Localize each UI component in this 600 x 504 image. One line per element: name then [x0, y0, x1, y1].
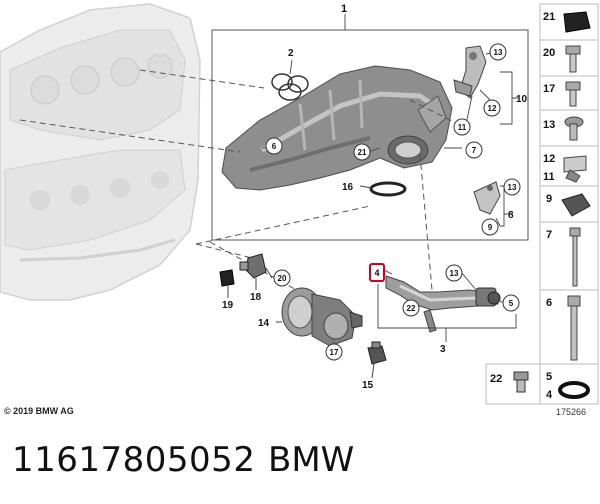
assembly-frame	[211, 14, 529, 241]
intake-manifold	[221, 65, 453, 191]
callout-8: 8	[508, 210, 514, 221]
seal-ring-icon	[558, 381, 590, 399]
callout-11: 11	[458, 123, 467, 132]
pressure-sensor	[367, 341, 387, 379]
coolant-pipe	[385, 275, 501, 333]
long-bolt-icon	[569, 227, 581, 287]
legend-13: 13	[543, 119, 555, 131]
gasket-ring	[369, 181, 407, 197]
callout-14: 14	[258, 318, 270, 329]
callout-13b: 13	[508, 183, 517, 192]
callout-10: 10	[516, 94, 528, 105]
highlighted-callout-4[interactable]: 4	[369, 263, 385, 282]
callout-1: 1	[341, 3, 347, 15]
stud-icon	[564, 116, 584, 141]
callout-13a: 13	[494, 48, 503, 57]
callout-20: 20	[278, 274, 287, 283]
small-sensor	[219, 253, 273, 298]
callout-6: 6	[272, 142, 277, 151]
mount-bracket	[473, 181, 501, 215]
cap-icon	[563, 11, 591, 33]
callout-leaders	[261, 51, 518, 227]
sensor-bracket	[453, 45, 487, 99]
legend-21: 21	[543, 11, 555, 23]
clip-icon	[563, 155, 587, 183]
callout-7: 7	[472, 146, 477, 155]
callout-16: 16	[342, 182, 354, 193]
callout-3: 3	[440, 344, 446, 355]
circled-callouts: 6 21 7 13 12 11 13 9 20 13 22 5 17	[265, 43, 521, 361]
bolt-icon	[565, 45, 581, 73]
legend-12: 12	[543, 153, 555, 165]
callout-9: 9	[488, 223, 493, 232]
screw-icon	[565, 81, 581, 107]
legend-6: 6	[546, 297, 552, 309]
legend-5: 5	[546, 371, 552, 383]
legend-9: 9	[546, 193, 552, 205]
callout-15: 15	[362, 380, 374, 391]
callout-18: 18	[250, 292, 262, 303]
engine-block	[0, 3, 201, 301]
legend-20: 20	[543, 47, 555, 59]
callout-22: 22	[407, 304, 416, 313]
callout-13c: 13	[450, 269, 459, 278]
callout-12: 12	[488, 104, 497, 113]
legend-panel: 21 20 17 13 12 11 9 7 6 5 4	[539, 3, 599, 405]
throttle-body	[276, 287, 363, 347]
callout-2: 2	[288, 48, 294, 59]
document-number: 175266	[556, 407, 587, 417]
legend-22: 22	[490, 373, 502, 385]
plug-panel: 22	[485, 363, 541, 405]
callout-17: 17	[330, 348, 339, 357]
callout-19: 19	[222, 300, 234, 311]
callout-5: 5	[509, 299, 514, 308]
legend-7: 7	[546, 229, 552, 241]
plug-icon	[513, 371, 529, 393]
flange-bolt-icon	[567, 295, 581, 361]
legend-11: 11	[543, 171, 555, 183]
brand-name: BMW	[268, 440, 355, 480]
o-ring-seal	[271, 73, 309, 101]
callout-4: 4	[374, 268, 379, 278]
legend-4: 4	[546, 389, 553, 401]
callout-labels: 1 2 16 10 8 3 14 15 18 19	[222, 3, 528, 391]
callout-21: 21	[358, 148, 367, 157]
part-number: 11617805052	[12, 440, 256, 480]
legend-17: 17	[543, 83, 555, 95]
grommet-icon	[561, 193, 591, 217]
copyright-text: © 2019 BMW AG	[4, 406, 74, 416]
